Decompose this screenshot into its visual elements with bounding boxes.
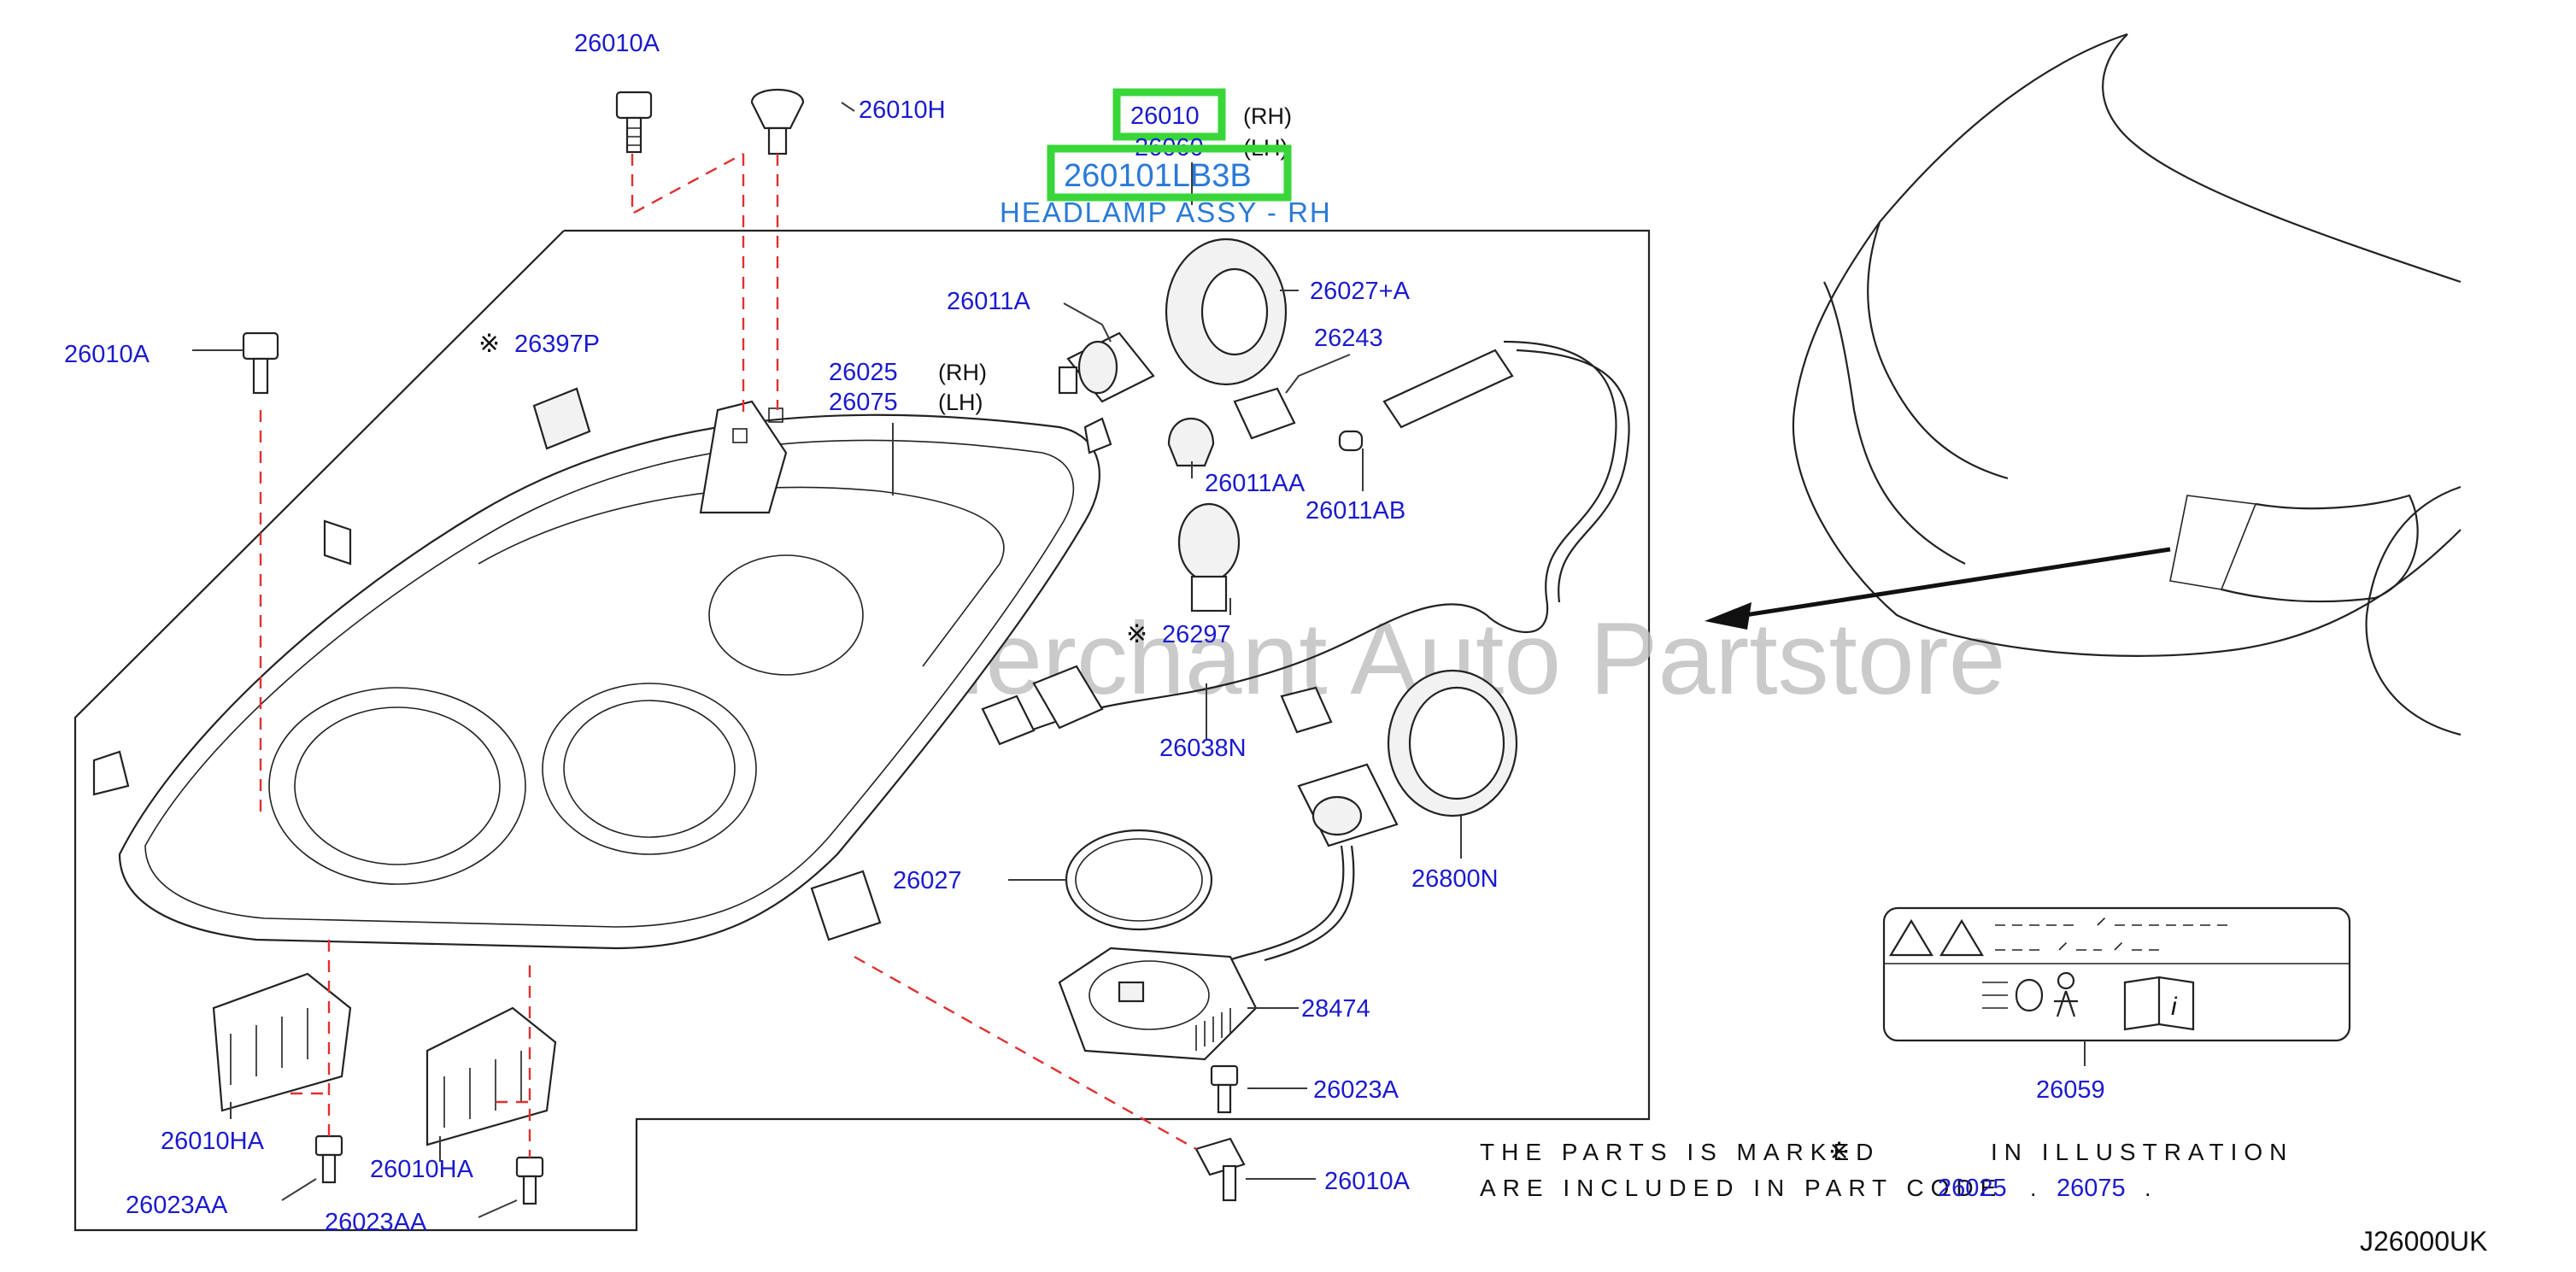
callout-labels: 26010A 26010H 26010A ※ 26397P 26025 (RH)… [64,30,2105,1236]
bolt-26023AA-2[interactable] [515,1156,544,1205]
callout-26010H[interactable]: 26010H [859,97,946,124]
callout-26243[interactable]: 26243 [1314,325,1383,352]
headlamp-icon [1982,979,2044,1011]
bulb-26011AA[interactable] [1167,417,1215,467]
bulb-26011AB[interactable] [1338,430,1364,452]
callout-26027A[interactable]: 26027+A [1310,278,1411,305]
callout-26025-side: (RH) [938,360,987,385]
callout-26038N[interactable]: 26038N [1159,735,1247,762]
seal-cap-26027A[interactable] [1165,237,1288,386]
bulb-socket-26243[interactable] [1233,387,1296,440]
callout-26010A-left[interactable]: 26010A [64,341,150,368]
note-mark-symbol: ※ [1828,1138,1850,1166]
callout-26010A-bottom[interactable]: 26010A [1324,1168,1411,1195]
callout-26010HA-2[interactable]: 26010HA [370,1156,474,1183]
ballast-28474[interactable] [1058,947,1258,1061]
wiring-harness-26038N[interactable] [981,340,1630,746]
mounting-bracket-left[interactable] [212,972,352,1112]
note-sep: . [2030,1175,2037,1201]
note-code-26025[interactable]: 26025 [1938,1175,2007,1202]
callout-26075-side: (LH) [938,390,983,415]
callout-26800N[interactable]: 26800N [1411,865,1499,893]
note-line1-a: THE PARTS IS MARKED [1480,1139,1880,1165]
oem-part-number[interactable]: 260101LB3B [1064,158,1252,194]
bolt-26023A[interactable] [1210,1064,1239,1114]
assy-side-rh: (RH) [1243,103,1292,129]
cap-26800N[interactable] [1387,669,1518,818]
bulb-26297[interactable] [1177,502,1241,613]
note-line2-a: ARE INCLUDED IN PART CODE [1480,1175,2003,1201]
bulb-holder[interactable] [1382,349,1514,429]
mark-symbol-26397P: ※ [478,330,500,358]
vehicle-front-view [1792,32,2462,736]
person-icon [2054,971,2078,1017]
callout-26010HA-1[interactable]: 26010HA [161,1128,265,1155]
callout-26025[interactable]: 26025 [829,359,898,386]
bulb-26011A[interactable] [1058,331,1155,403]
note-line1-b: IN ILLUSTRATION [1991,1139,2293,1165]
assembly-name: HEADLAMP ASSY - RH [1000,196,1332,228]
footnote: THE PARTS IS MARKED ※ IN ILLUSTRATION AR… [1480,1138,2293,1202]
diagram-code: J26000UK [2360,1226,2487,1257]
note-code-26075[interactable]: 26075 [2057,1175,2126,1202]
headlamp-housing[interactable] [92,400,1112,950]
callout-26297[interactable]: 26297 [1162,621,1231,648]
callout-26023A[interactable]: 26023A [1313,1076,1399,1104]
callout-26023AA-1[interactable]: 26023AA [126,1192,228,1219]
assembly-frame [73,229,1651,1232]
vehicle-pointer-arrow [1705,547,2171,630]
leader-lines [192,102,1462,1218]
clip-26010H[interactable] [750,88,805,155]
callout-26023AA-2[interactable]: 26023AA [325,1209,427,1236]
note-end: . [2145,1175,2151,1201]
bolt-26023AA-1[interactable] [314,1134,343,1184]
gasket-26027[interactable] [1065,829,1213,931]
callout-26397P[interactable]: 26397P [514,331,600,358]
igniter-assembly[interactable] [1208,763,1399,975]
warning-label-26059[interactable]: i [1882,906,2351,1066]
callout-26027[interactable]: 26027 [893,867,962,894]
mounting-bracket-right[interactable] [425,1006,557,1146]
callout-26075[interactable]: 26075 [829,389,898,416]
install-guides [259,152,1197,1158]
callout-26010A-top[interactable]: 26010A [574,30,660,57]
callout-28474[interactable]: 28474 [1301,995,1370,1023]
bolt-26010A-bottom[interactable] [1194,1137,1246,1202]
bolt-26010A-left[interactable] [242,331,279,395]
mark-symbol-26297: ※ [1126,620,1147,648]
bolt-26010A-top[interactable] [615,91,653,154]
callout-26011A[interactable]: 26011A [947,288,1030,315]
assy-code-rh[interactable]: 26010 [1130,103,1200,130]
callout-26011AB[interactable]: 26011AB [1306,497,1405,525]
callout-26011AA[interactable]: 26011AA [1205,470,1306,497]
assembly-header[interactable]: 26010 (RH) 26060 (LH) 260101LB3B HEADLAM… [1000,88,1332,228]
manual-book-icon: i [2123,976,2195,1031]
svg-text:i: i [2171,993,2178,1021]
callout-26059[interactable]: 26059 [2036,1076,2105,1104]
bulb-cap-26397P[interactable] [532,387,591,450]
